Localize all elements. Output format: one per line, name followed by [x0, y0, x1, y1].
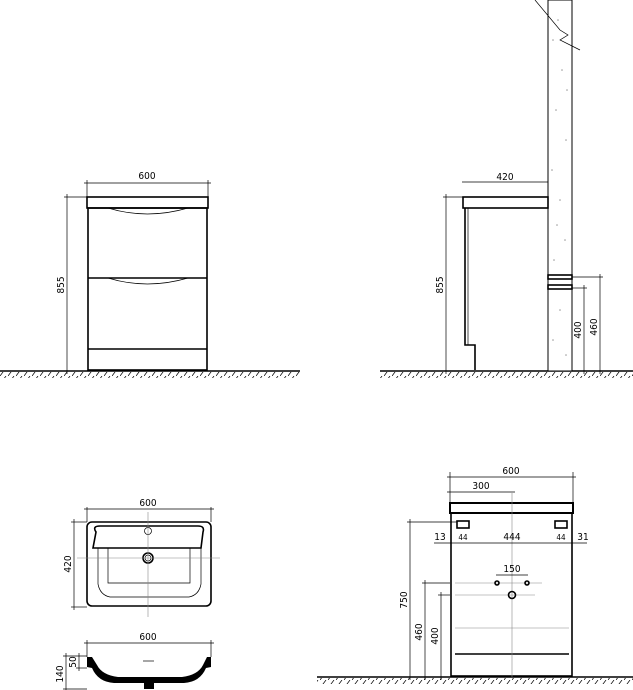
dim-height: 855	[56, 276, 67, 293]
cabinet-side	[464, 208, 476, 370]
break-line	[534, 0, 581, 51]
countertop	[86, 196, 209, 209]
supply-outlet-left	[494, 580, 500, 586]
bracket-right	[554, 520, 568, 529]
dim-rim: 50	[68, 656, 79, 668]
drain-outlet	[507, 590, 517, 600]
front-view: 600 855	[0, 171, 300, 378]
side-view: 420 855 460 400	[380, 0, 633, 378]
wall-texture	[551, 19, 568, 356]
dim-depth: 420	[496, 172, 513, 183]
floor-hatch	[317, 678, 633, 684]
bracket-left	[456, 520, 470, 529]
dim-right-bracket: 44	[556, 533, 566, 542]
basin-outline	[86, 521, 212, 607]
dim-width: 600	[502, 466, 519, 477]
dim-height: 855	[435, 276, 446, 293]
dim-half-width: 300	[472, 481, 489, 492]
dim-left-offset: 13	[434, 532, 445, 543]
countertop	[449, 502, 574, 514]
basin-bowl	[97, 548, 202, 598]
dim-supply: 460	[589, 318, 600, 335]
drawer-handle-top	[107, 207, 189, 215]
dim-width: 600	[139, 632, 156, 643]
basin-deck	[92, 525, 205, 549]
wall	[547, 0, 573, 372]
dim-left-bracket: 44	[458, 533, 468, 542]
dim-right-offset: 31	[577, 532, 588, 543]
dim-drain: 400	[573, 321, 584, 338]
basin-section-view: 600 140 50	[55, 632, 214, 690]
drain-pipe	[547, 284, 573, 290]
cabinet-body	[450, 512, 573, 677]
cabinet-body	[87, 207, 208, 371]
basin-section	[87, 657, 211, 689]
floor-hatch	[0, 372, 300, 378]
dim-supply-spacing: 150	[503, 564, 520, 575]
basin-bowl-inner	[107, 548, 191, 584]
dim-bracket-span: 444	[503, 532, 520, 543]
countertop	[462, 196, 549, 209]
basin-top-view: 600 420	[63, 498, 220, 617]
dim-width: 600	[138, 171, 155, 182]
back-view: 600 300 13 44 444 44 31 150 750 460 400	[317, 466, 633, 684]
dim-depth: 420	[63, 555, 74, 572]
dim-supply-height: 460	[414, 623, 425, 640]
dim-height: 750	[399, 591, 410, 608]
dim-drain-height: 400	[430, 627, 441, 644]
drawer-handle-bottom	[107, 277, 189, 285]
dim-width: 600	[139, 498, 156, 509]
dim-total-height: 140	[55, 665, 66, 682]
floor-hatch	[380, 372, 633, 378]
supply-outlet-right	[524, 580, 530, 586]
